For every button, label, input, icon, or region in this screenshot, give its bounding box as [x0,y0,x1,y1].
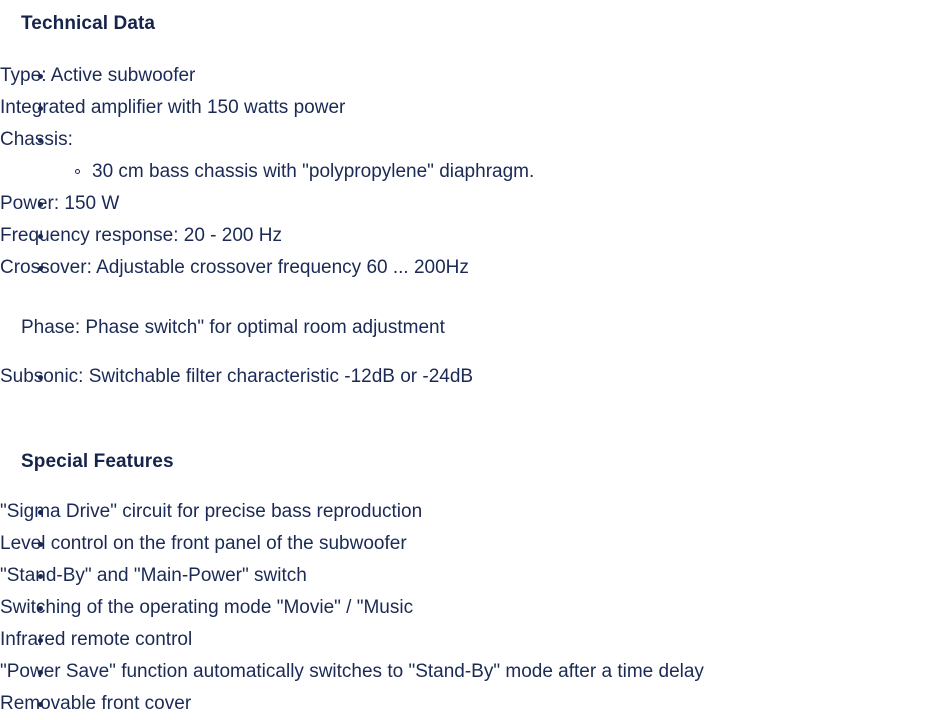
technical-data-list: Type: Active subwoofer Integrated amplif… [0,60,925,284]
subsonic-list: Subsonic: Switchable filter characterist… [0,361,925,393]
list-item-text: "Sigma Drive" circuit for precise bass r… [0,501,423,522]
list-item: "Stand-By" and "Main-Power" switch [0,560,925,592]
sub-list-item: 30 cm bass chassis with "polypropylene" … [0,156,925,188]
special-features-list: "Sigma Drive" circuit for precise bass r… [0,496,925,720]
list-item-text: Crossover: Adjustable crossover frequenc… [0,257,469,278]
list-item-text: "Stand-By" and "Main-Power" switch [0,565,307,586]
sub-list-item-text: 30 cm bass chassis with "polypropylene" … [92,161,535,182]
list-item-text: Frequency response: 20 - 200 Hz [0,225,282,246]
list-item: "Sigma Drive" circuit for precise bass r… [0,496,925,528]
list-item-text: "Power Save" function automatically swit… [0,661,704,682]
list-item: "Power Save" function automatically swit… [0,656,925,688]
list-item: Frequency response: 20 - 200 Hz [0,220,925,252]
list-item: Power: 150 W [0,188,925,220]
list-item-text: Level control on the front panel of the … [0,533,407,554]
list-item-text: Power: 150 W [0,193,120,214]
list-item: Chassis: [0,124,925,156]
list-item-text: Switching of the operating mode "Movie" … [0,597,414,618]
chassis-sub-list: 30 cm bass chassis with "polypropylene" … [0,156,925,188]
list-item: Removable front cover [0,688,925,720]
list-item-text: Chassis: [0,129,73,150]
list-item: Type: Active subwoofer [0,60,925,92]
list-item-text: Type: Active subwoofer [0,65,196,86]
list-item: Crossover: Adjustable crossover frequenc… [0,252,925,284]
list-item: Subsonic: Switchable filter characterist… [0,361,925,393]
list-item-text: Removable front cover [0,693,192,714]
heading-special-features: Special Features [21,451,174,472]
list-item: Integrated amplifier with 150 watts powe… [0,92,925,124]
list-item-text: Integrated amplifier with 150 watts powe… [0,97,346,118]
phase-paragraph: Phase: Phase switch" for optimal room ad… [21,317,445,338]
heading-technical-data: Technical Data [21,13,156,34]
list-item-text: Infrared remote control [0,629,193,650]
list-item: Switching of the operating mode "Movie" … [0,592,925,624]
sub-list-container: 30 cm bass chassis with "polypropylene" … [0,156,925,188]
list-item-text: Subsonic: Switchable filter characterist… [0,366,474,387]
list-item: Level control on the front panel of the … [0,528,925,560]
list-item: Infrared remote control [0,624,925,656]
